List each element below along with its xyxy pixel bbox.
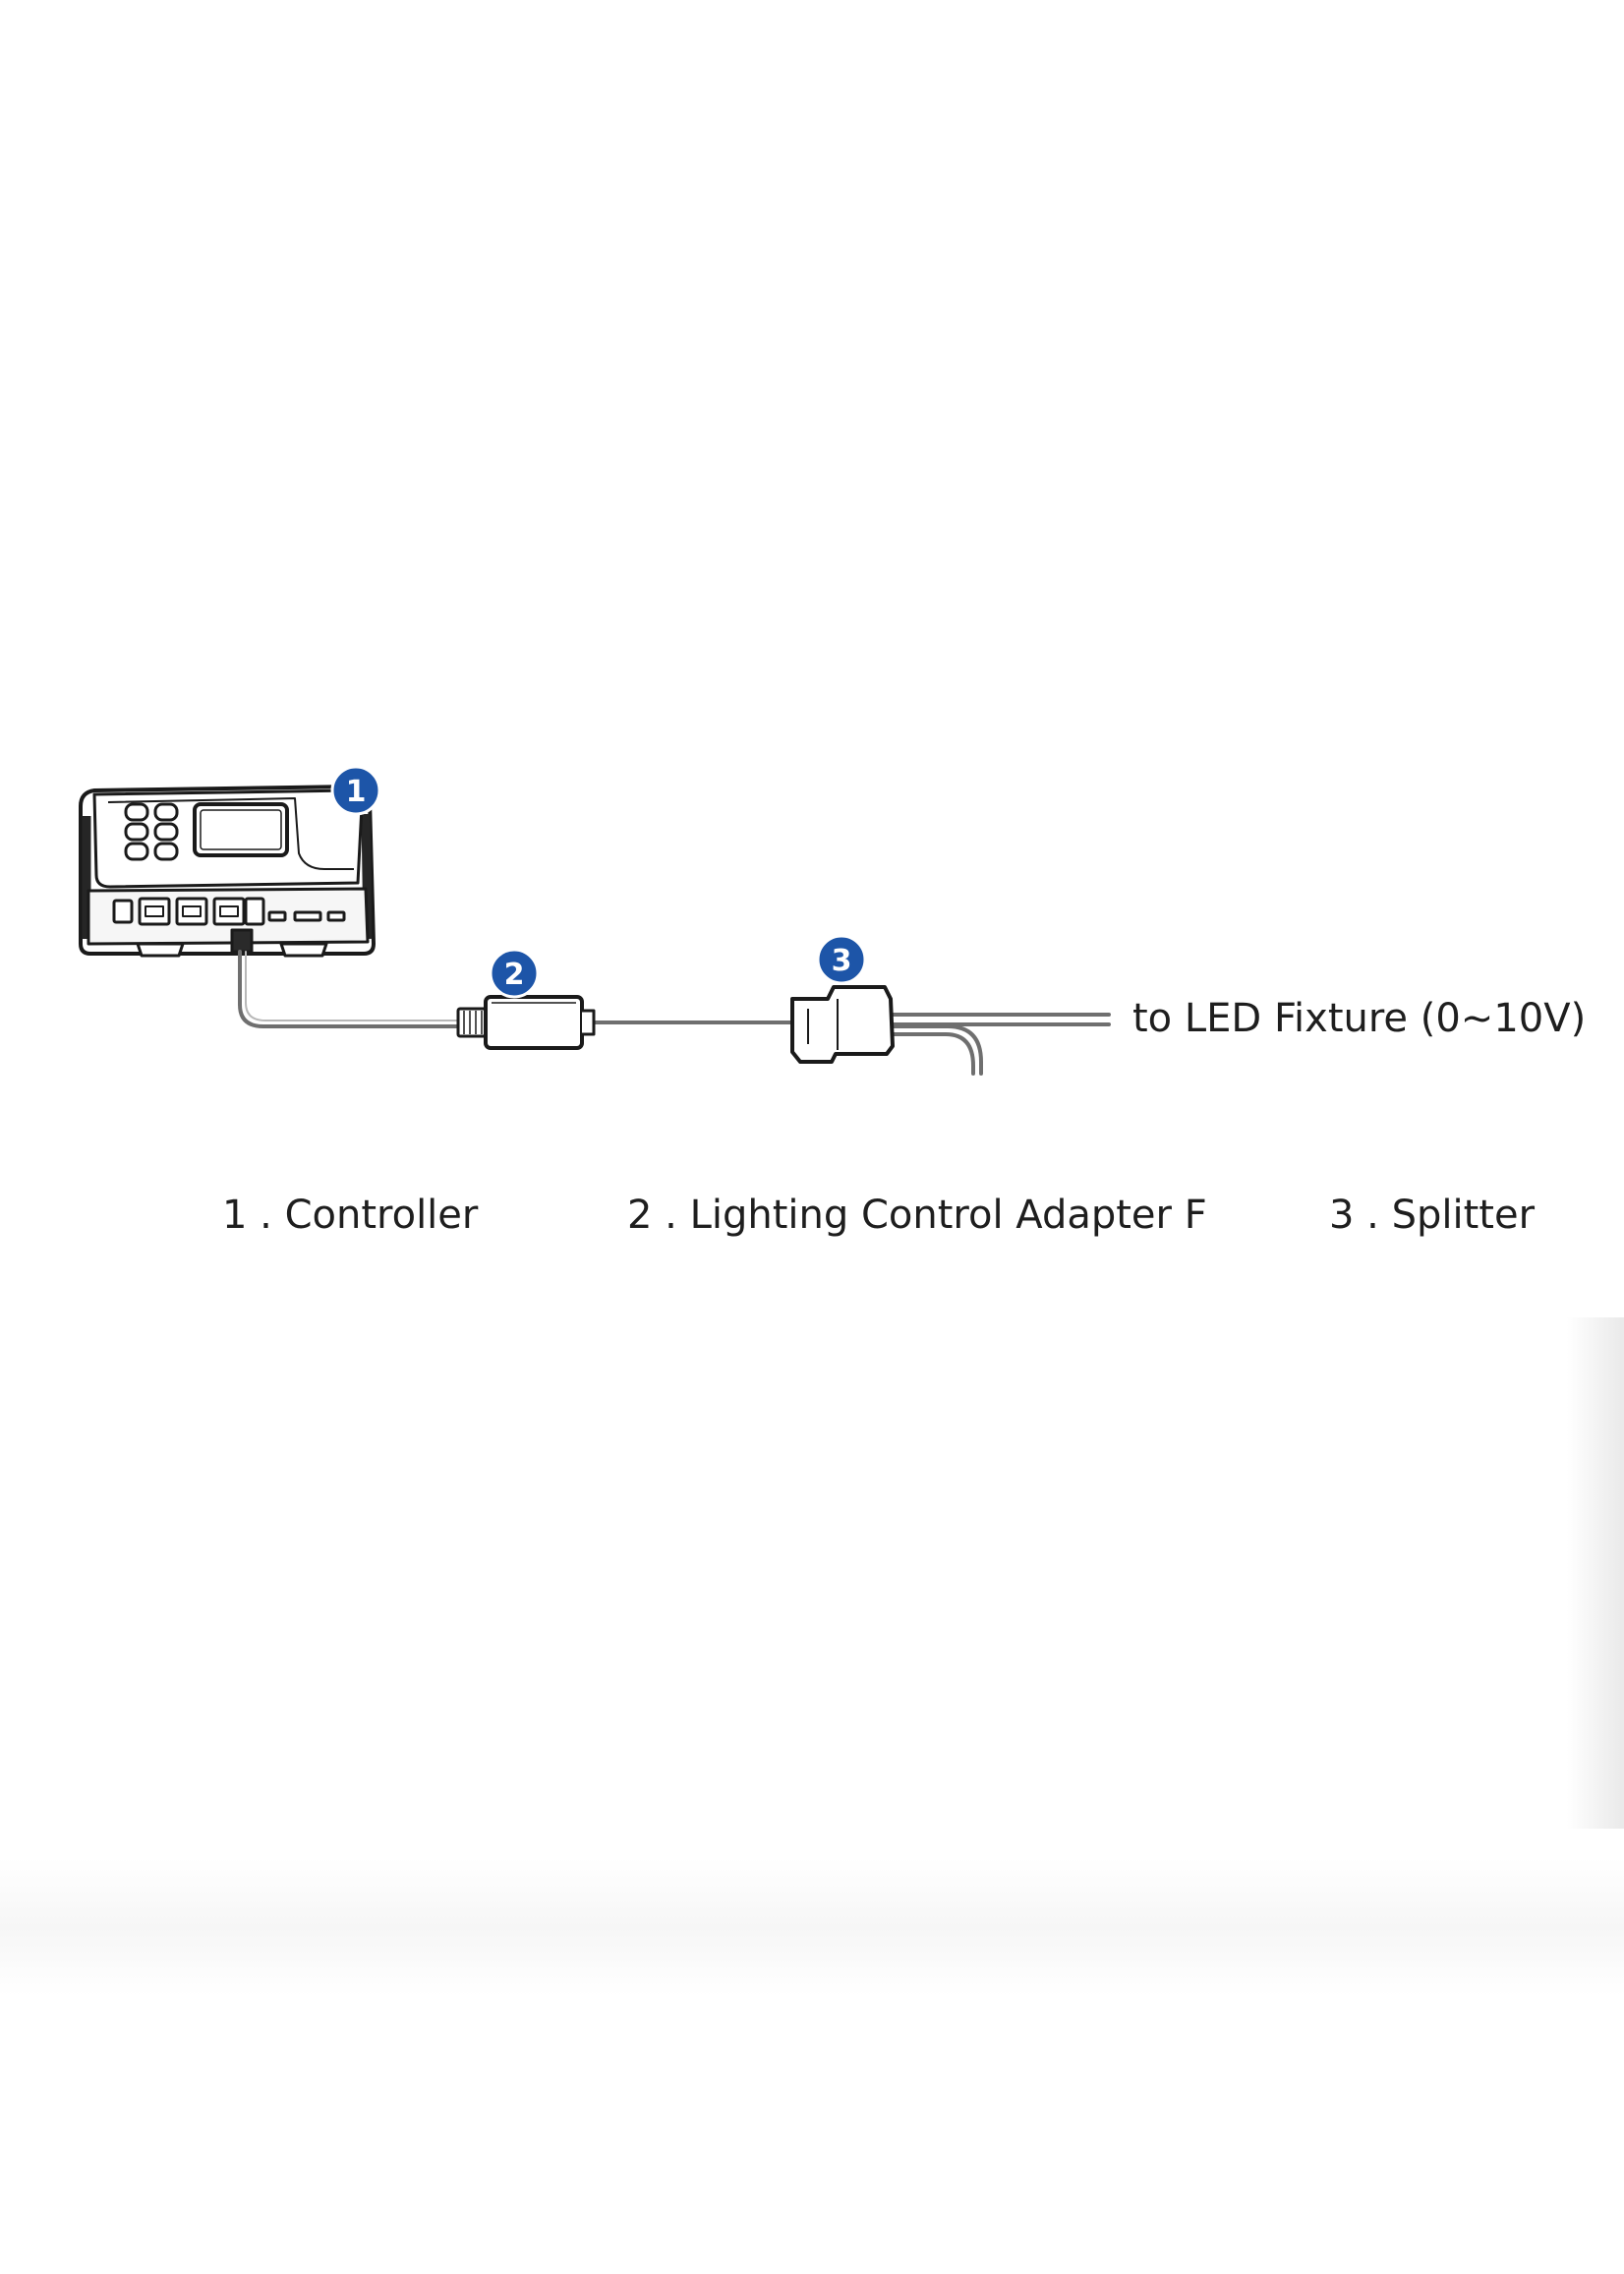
controller-device <box>79 785 376 958</box>
output-label: to LED Fixture (0~10V) <box>1132 996 1587 1041</box>
legend-controller: 1 . Controller <box>222 1193 479 1238</box>
splitter <box>790 985 895 1064</box>
legend-splitter: 3 . Splitter <box>1329 1193 1536 1238</box>
cable-splitter-outputs <box>889 1013 1111 1076</box>
bottom-shadow <box>0 1858 1624 1996</box>
lighting-control-adapter <box>456 995 596 1050</box>
cable-controller-adapter <box>238 950 466 1028</box>
legend-adapter: 2 . Lighting Control Adapter F <box>627 1193 1207 1238</box>
badge-2-number: 2 <box>504 958 525 992</box>
edge-shadow <box>1567 1317 1624 1829</box>
badge-3: 3 <box>816 934 867 985</box>
badge-2: 2 <box>489 948 540 999</box>
badge-1: 1 <box>330 765 381 816</box>
badge-3-number: 3 <box>832 944 852 978</box>
badge-1-number: 1 <box>346 775 367 809</box>
